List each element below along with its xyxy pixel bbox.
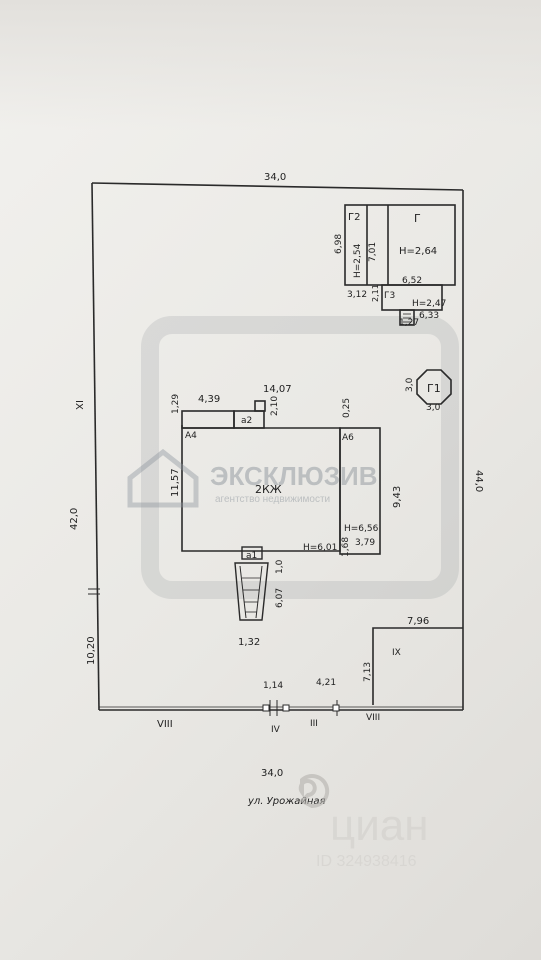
dim-left-lower: 10,20 — [86, 636, 97, 665]
label-g1: Г1 — [427, 382, 441, 395]
outbuilding-g3 — [381, 284, 443, 326]
dim-g1-bottom: 3,0 — [426, 403, 441, 413]
label-a4: А4 — [185, 431, 197, 441]
label-g-height: H=2,64 — [399, 246, 437, 257]
dim-3-79: 3,79 — [355, 538, 375, 548]
dim-house-right: 9,43 — [392, 486, 403, 508]
dim-4-21: 4,21 — [316, 678, 336, 688]
fence-labels: IX IX VIII VIII IV III ул. Урожайная — [73, 400, 401, 807]
label-g2: Г2 — [348, 212, 360, 223]
dim-g3-w: 2,11 — [371, 284, 380, 302]
label-house-h2: H=6,01 — [303, 543, 337, 553]
street-name: ул. Урожайная — [247, 796, 326, 807]
dim-1-14: 1,14 — [263, 681, 283, 691]
label-a6: А6 — [342, 433, 354, 443]
dim-1-32: 1,32 — [238, 637, 260, 648]
label-g3: Г3 — [384, 291, 395, 301]
cian-logo-icon — [298, 774, 330, 809]
outbuilding-g1 — [416, 369, 452, 405]
fence-viii-left: VIII — [157, 719, 173, 730]
plot-boundary — [91, 182, 464, 711]
dim-7-96: 7,96 — [407, 616, 429, 627]
label-g: Г — [414, 212, 421, 225]
dim-g1-left: 3,0 — [405, 377, 415, 392]
cian-listing-id: ID 324938416 — [316, 853, 417, 870]
dim-0-25: 0,25 — [342, 398, 352, 418]
dim-6-33: 6,33 — [419, 311, 439, 321]
lower-right-enclosure — [372, 627, 463, 705]
label-house: 2КЖ — [255, 483, 282, 496]
dim-7-13: 7,13 — [363, 662, 373, 682]
fence-iv: IV — [271, 725, 281, 735]
cian-wordmark: циан — [330, 801, 429, 850]
dim-g-bottom: 6,52 — [402, 276, 422, 286]
dim-house-left: 11,57 — [170, 468, 181, 497]
house — [181, 400, 381, 555]
dim-bottom: 34,0 — [261, 768, 283, 779]
dim-1-68: 1,68 — [341, 537, 351, 557]
dim-house-top: 14,07 — [263, 384, 292, 395]
dim-house-left-top: 4,39 — [198, 394, 220, 405]
fence-ix-left: IX — [73, 400, 84, 410]
dim-g3-left: 3,12 — [347, 290, 367, 300]
dim-left-upper: 42,0 — [69, 508, 80, 530]
porch-a1 — [234, 546, 269, 621]
boundary-ticks — [88, 588, 338, 716]
dim-g-left: 6,98 — [334, 234, 344, 254]
faded-stamp — [141, 316, 459, 599]
gate-markers — [262, 704, 340, 712]
label-g2-height: H=2,54 — [353, 243, 363, 278]
dim-6-07: 6,07 — [275, 588, 285, 608]
fence-ix-right: IX — [392, 648, 401, 658]
label-a2: а2 — [241, 416, 252, 426]
brand-watermark-sub: агентство недвижимости — [215, 494, 330, 505]
fence-viii-right: VIII — [366, 713, 380, 723]
dim-1-29: 1,29 — [171, 394, 181, 414]
dim-g2-height: 7,01 — [368, 242, 378, 262]
fence-iii: III — [310, 719, 318, 729]
brand-watermark: ЭКСКЛЮЗИВ агентство недвижимости — [127, 448, 377, 508]
cian-watermark: циан ID 324938416 — [298, 774, 429, 870]
building-labels: Г2 Г H=2,64 H=2,54 Г3 H=2,47 Г1 2КЖ H=6,… — [185, 212, 446, 561]
label-house-h1: H=6,56 — [344, 524, 379, 534]
dim-1-27: 1,27 — [399, 318, 419, 328]
dim-2-10: 2,10 — [270, 396, 280, 416]
brand-watermark-text: ЭКСКЛЮЗИВ — [210, 461, 377, 491]
dim-top: 34,0 — [264, 172, 286, 183]
paper-shadow — [0, 0, 541, 130]
house-logo-icon — [127, 448, 199, 508]
label-a1: а1 — [246, 551, 257, 561]
label-g3-height: H=2,47 — [412, 299, 446, 309]
dim-right: 44,0 — [473, 470, 484, 492]
dimension-labels: 34,0 34,0 44,0 42,0 10,20 14,07 4,39 1,2… — [69, 172, 484, 779]
dim-1-0: 1,0 — [275, 559, 285, 574]
